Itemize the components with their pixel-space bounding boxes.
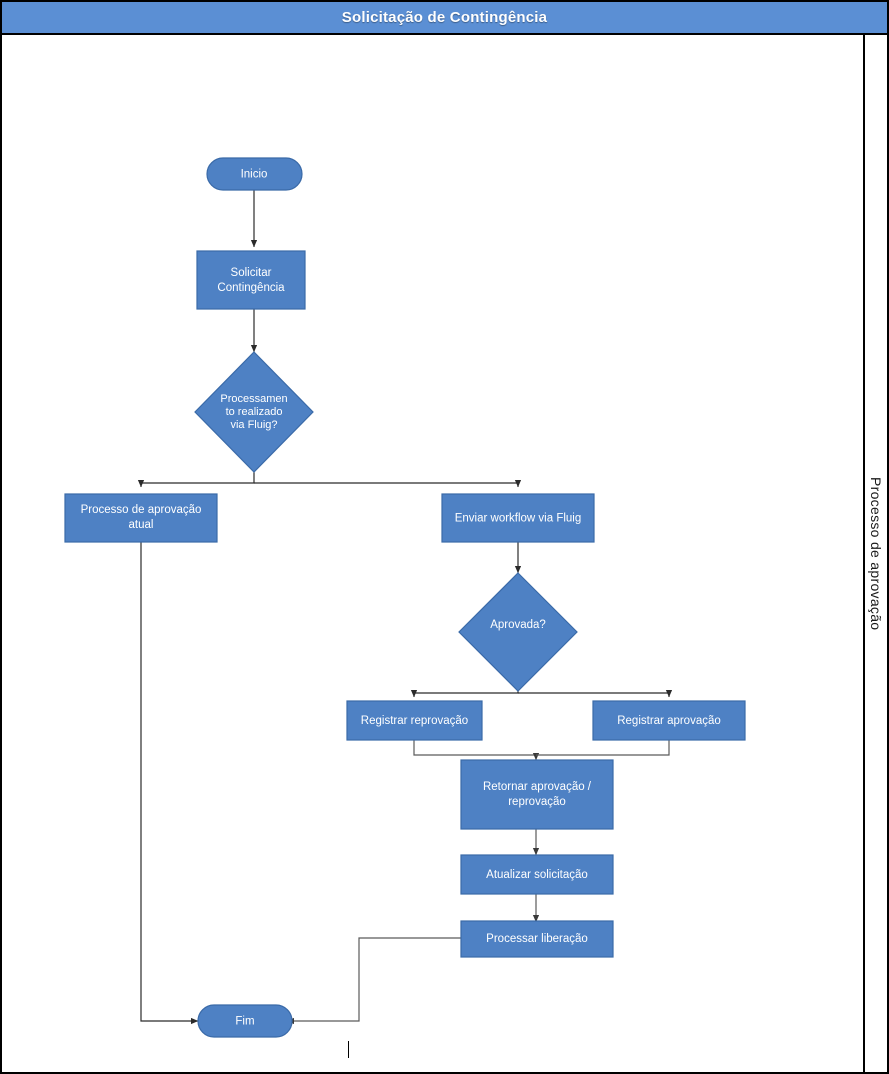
node-solicitar-line2: Contingência (217, 282, 285, 294)
node-enviar-workflow-fluig[interactable]: Enviar workflow via Fluig (441, 493, 595, 543)
page-title: Solicitação de Contingência (341, 9, 548, 26)
node-processar-liberacao[interactable]: Processar liberação (460, 920, 614, 958)
edge-decisao-enviar-wf (254, 479, 522, 488)
node-registrar-reprovacao[interactable]: Registrar reprovação (346, 700, 483, 741)
node-solicitar-contingencia[interactable]: Solicitar Contingência (196, 250, 306, 310)
node-inicio-label: Inicio (241, 169, 268, 181)
node-decisao-aprovada[interactable]: Aprovada? (458, 572, 578, 692)
node-processo-atual-line1: Processo de aprovação (81, 504, 202, 516)
edge-aprovacao-retornar (536, 740, 670, 756)
node-atualizar-solicitacao[interactable]: Atualizar solicitação (460, 854, 614, 895)
flowchart-svg: Inicio Solicitar Contingência Processame… (64, 157, 746, 1038)
node-solicitar-line1: Solicitar (231, 267, 272, 279)
node-fim-label: Fim (235, 1016, 254, 1028)
diagram-title-bar: Solicitação de Contingência (2, 2, 887, 35)
edge-decisao-processo-atual (137, 472, 255, 488)
edge-processoatual-fim (140, 542, 199, 1025)
edge-aprovada-reprovacao (410, 689, 519, 698)
node-decisao-fluig-line1: Processamen (220, 393, 287, 405)
edge-processar-fim (286, 937, 461, 1025)
node-inicio[interactable]: Inicio (206, 157, 303, 191)
node-decisao-processamento-fluig[interactable]: Processamen to realizado via Fluig? (194, 351, 314, 473)
node-retornar-line1: Retornar aprovação / (483, 781, 592, 793)
node-atualizar-label: Atualizar solicitação (486, 869, 588, 881)
lane-label: Processo de aprovação (865, 35, 887, 1072)
flowchart-canvas: Inicio Solicitar Contingência Processame… (2, 35, 865, 1072)
node-processar-label: Processar liberação (486, 933, 588, 945)
node-fim[interactable]: Fim (197, 1004, 293, 1038)
node-retornar-line2: reprovação (508, 796, 566, 808)
edge-aprovada-aprovacao (518, 689, 673, 698)
node-decisao-fluig-line3: via Fluig? (230, 419, 277, 431)
node-enviar-wf-label: Enviar workflow via Fluig (455, 513, 582, 525)
node-processo-atual-line2: atual (129, 519, 154, 531)
node-registrar-aprovacao[interactable]: Registrar aprovação (592, 700, 746, 741)
edge-reprovacao-retornar (413, 740, 540, 761)
text-caret (348, 1041, 349, 1058)
node-reg-reprovacao-label: Registrar reprovação (361, 715, 468, 727)
node-reg-aprovacao-label: Registrar aprovação (617, 715, 721, 727)
node-decisao-fluig-line2: to realizado (226, 406, 283, 418)
lane-label-text: Processo de aprovação (868, 476, 884, 631)
node-retornar-aprovacao-reprovacao[interactable]: Retornar aprovação / reprovação (460, 759, 614, 830)
node-processo-aprovacao-atual[interactable]: Processo de aprovação atual (64, 493, 218, 543)
node-decisao-aprovada-label: Aprovada? (490, 619, 546, 631)
